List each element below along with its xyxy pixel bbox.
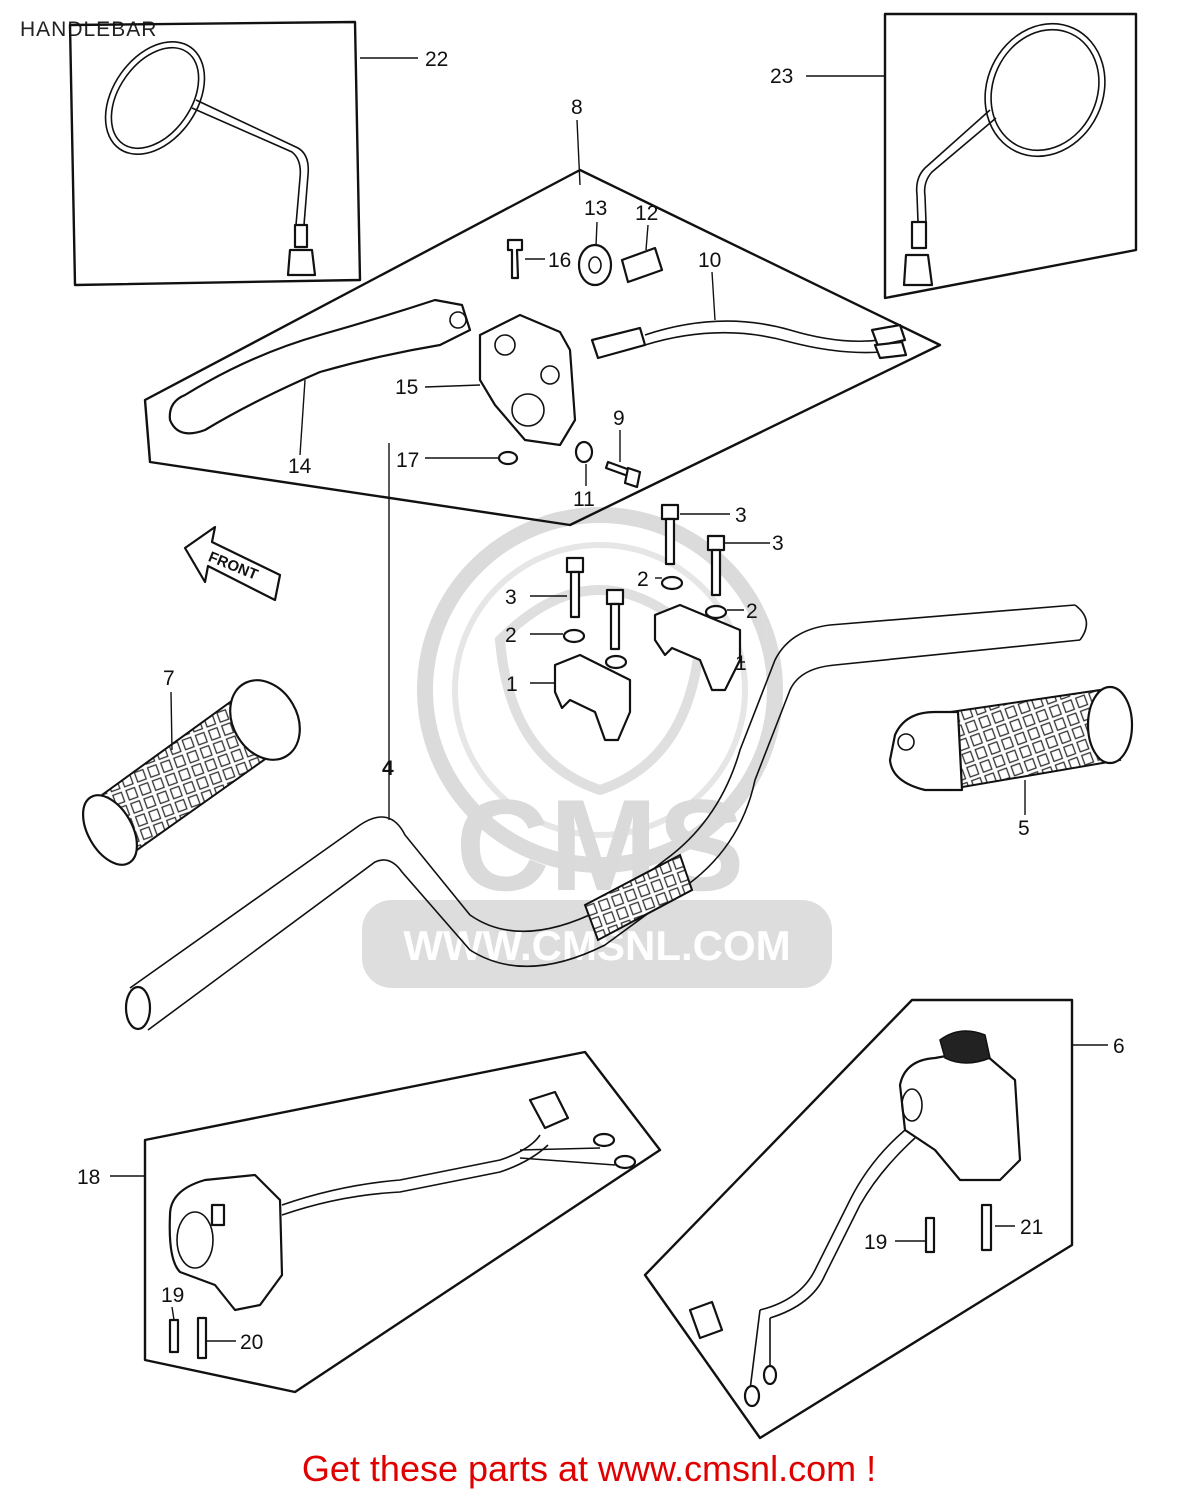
label-part-9: 9 <box>613 407 625 430</box>
left-switch-panel <box>143 1050 662 1394</box>
handlebar <box>124 604 1088 1031</box>
label-part-4: 4 <box>382 757 394 780</box>
mirror-left-panel <box>68 20 362 287</box>
handlebar-clamp-hardware <box>553 503 742 742</box>
clutch-lever-panel <box>143 168 942 527</box>
label-part-18: 18 <box>77 1166 100 1189</box>
label-part-13: 13 <box>584 197 607 220</box>
label-part-23: 23 <box>770 65 793 88</box>
label-part-3c: 3 <box>505 586 517 609</box>
label-part-5: 5 <box>1018 817 1030 840</box>
label-part-3b: 3 <box>772 532 784 555</box>
label-part-8: 8 <box>571 96 583 119</box>
label-part-1b: 1 <box>506 673 518 696</box>
right-switch-panel <box>643 998 1074 1440</box>
label-part-16: 16 <box>548 249 571 272</box>
label-part-2a: 2 <box>637 568 649 591</box>
part-labels: 22 23 8 13 12 16 10 15 14 17 9 11 3 3 3 … <box>77 48 1125 1354</box>
get-parts-link[interactable]: Get these parts at www.cmsnl.com ! <box>301 1448 877 1489</box>
front-direction-arrow: FRONT <box>183 525 282 602</box>
label-part-12: 12 <box>635 202 658 225</box>
label-part-17: 17 <box>396 449 419 472</box>
watermark-brand: CMS <box>456 772 745 918</box>
label-part-21: 21 <box>1020 1216 1043 1239</box>
label-part-10: 10 <box>698 249 721 272</box>
label-part-20: 20 <box>240 1331 263 1354</box>
label-part-19a: 19 <box>864 1231 887 1254</box>
mirror-right-panel <box>883 12 1138 300</box>
label-part-15: 15 <box>395 376 418 399</box>
label-part-14: 14 <box>288 455 312 478</box>
label-part-2c: 2 <box>505 624 517 647</box>
grip-left <box>81 679 301 866</box>
label-part-11: 11 <box>573 488 595 511</box>
label-part-1a: 1 <box>735 652 747 675</box>
grip-right <box>888 685 1134 792</box>
label-part-22: 22 <box>425 48 448 71</box>
label-part-2b: 2 <box>746 600 758 623</box>
label-part-3a: 3 <box>735 504 747 527</box>
label-part-6: 6 <box>1113 1035 1125 1058</box>
label-part-19b: 19 <box>161 1284 184 1307</box>
label-part-7: 7 <box>163 667 175 690</box>
leader-lines <box>110 57 1108 1342</box>
